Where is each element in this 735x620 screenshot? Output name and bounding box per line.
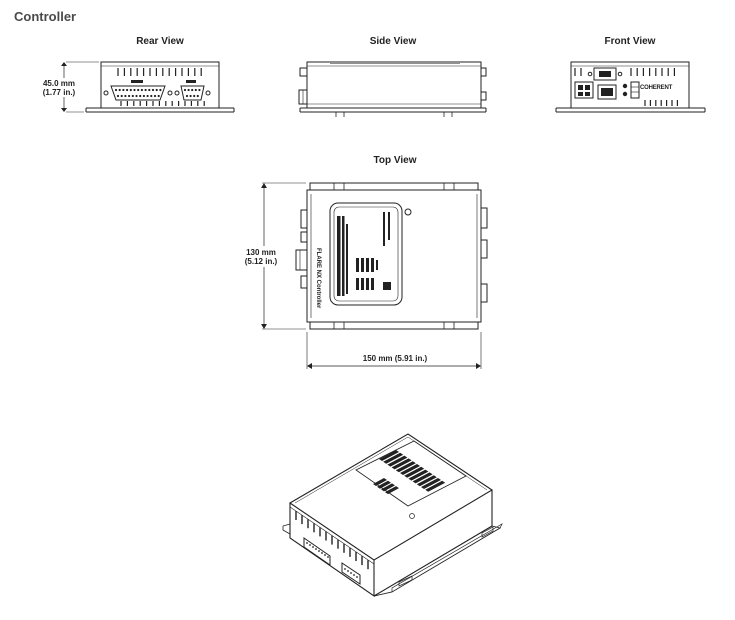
side-view-drawing [298,61,487,117]
label-barcode-bar [425,480,446,492]
db25-connector [110,85,166,101]
connector-pin [137,88,140,92]
label-barcode-bar [391,458,412,470]
connector-pin [148,88,151,92]
rear-view-drawing [61,61,235,113]
label-barcode-bar [385,486,399,495]
label-barcode-bar [379,450,399,461]
connector-pin [139,94,142,98]
connector-pin [193,94,196,98]
iso-product-label [355,440,467,507]
connector-pin [150,94,153,98]
height-dimension-mm: 45.0 mm [42,79,76,88]
connector-pin [155,88,158,92]
connector-pin [344,568,346,570]
connector-pin [356,576,358,578]
product-label [329,202,403,306]
terminal-block [574,81,594,99]
height-dimension-in: (1.77 in.) [42,88,76,97]
connector-pin [146,94,149,98]
connector-pin [183,88,187,92]
connector-pin [120,94,123,98]
connector-pin [185,94,189,98]
label-barcode-bar [421,478,441,489]
top-view-drawing [261,182,488,369]
connector-pin [140,88,143,92]
connector-pin [129,88,132,92]
connector-pin [353,574,355,576]
label-barcode-bar [395,461,416,473]
width-dimension: 150 mm (5.91 in.) [362,354,428,363]
connector-pin [159,88,162,92]
height-dimension: 45.0 mm (1.77 in.) [36,79,82,97]
connector-pin [131,94,134,98]
connector-pin [347,570,349,572]
depth-dimension-in: (5.12 in.) [244,257,278,266]
label-barcode-bar [412,472,433,484]
connector-pin [191,88,194,92]
product-name-text: FLARE NX Controller [315,248,321,309]
connector-pin [114,88,118,92]
connector-pin [142,94,145,98]
front-brand-logo: COHERENT [640,85,673,91]
label-barcode-bar [373,478,387,486]
connector-pin [122,88,125,92]
depth-dimension-mm: 130 mm [246,248,276,257]
connector-pin [151,88,155,92]
connector-pin [187,88,190,92]
label-barcode-bar [416,475,437,487]
connector-pin [144,88,147,92]
depth-dimension: 130 mm (5.12 in.) [238,248,284,266]
front-view-drawing [555,61,706,113]
label-barcode-bar [408,469,429,481]
connector-pin [350,572,352,574]
label-barcode-bar [387,455,408,467]
connector-pin [321,552,323,554]
connector-pin [118,88,121,92]
connector-pin [194,88,197,92]
connector-pin [124,94,127,98]
label-barcode-bar [383,452,404,464]
connector-pin [135,94,138,98]
connector-pin [315,548,317,550]
power-connector [597,84,617,100]
db9-connector [180,85,205,101]
ethernet-port [593,67,617,81]
connector-pin [133,88,136,92]
connector-pin [312,546,314,548]
rear-view-label: Rear View [136,36,184,47]
isometric-view-drawing [282,433,503,598]
page-title: Controller [14,9,77,24]
connector-pin [324,554,326,556]
connector-pin [306,542,308,544]
side-view-label: Side View [369,36,417,47]
connector-pin [198,88,201,92]
label-barcode-bar [404,466,425,478]
connector-pin [128,94,131,98]
connector-pin [153,94,157,98]
top-view-label: Top View [373,155,417,166]
connector-pin [189,94,192,98]
connector-pin [196,94,199,98]
connector-pin [309,544,311,546]
iso-db25-connector [303,537,331,566]
connector-pin [116,94,120,98]
connector-pin [157,94,160,98]
connector-pin [318,550,320,552]
label-barcode-bar [400,464,420,475]
front-view-label: Front View [604,36,656,47]
label-barcode-bar [377,480,391,489]
iso-db9-connector [341,562,361,585]
label-barcode-bar [381,483,395,492]
connector-pin [126,88,129,92]
connector-pin [327,556,329,558]
